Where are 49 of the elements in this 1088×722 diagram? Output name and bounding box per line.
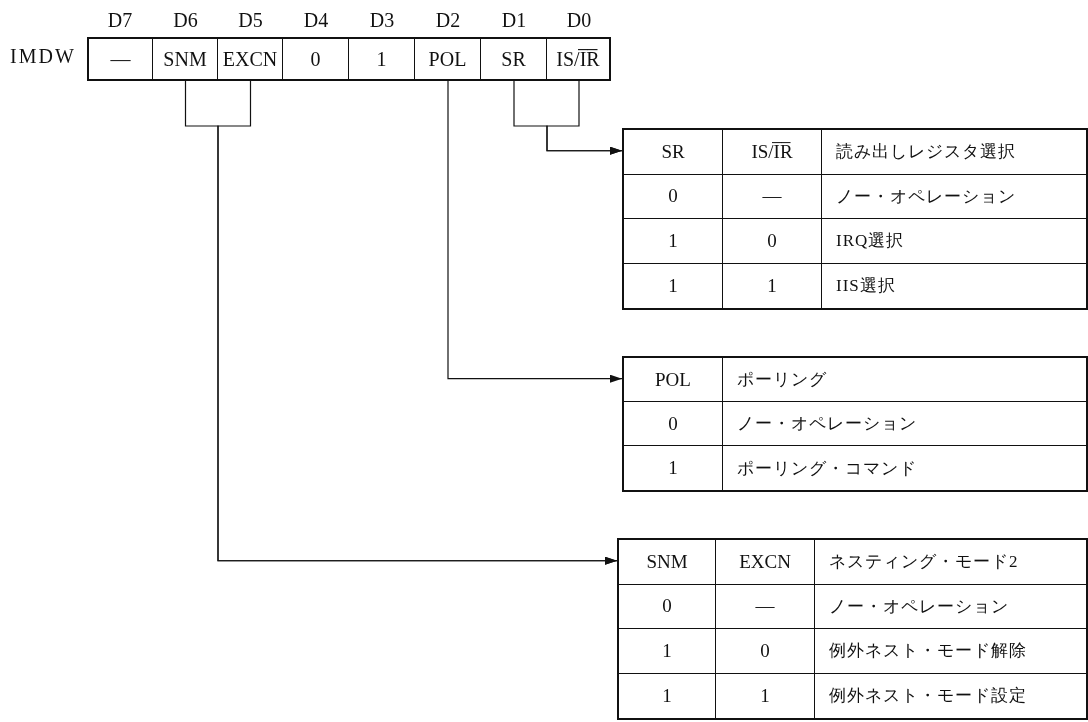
table-cell: 0 <box>624 402 723 446</box>
bit-number: D2 <box>434 8 462 32</box>
table-cell-text: IIS選択 <box>835 275 897 298</box>
register-bit-cell: EXCN <box>217 37 283 81</box>
connector-arrow <box>447 80 623 383</box>
table-header-cell: ポーリング <box>723 358 1088 402</box>
table-cell: 1 <box>723 263 822 308</box>
bit-number: D7 <box>106 8 134 32</box>
table-cell: 1 <box>624 219 723 264</box>
register-bit-cell: IS/I̅R̅ <box>546 37 611 81</box>
table-cell: 1 <box>624 263 723 308</box>
table-cell: ノー・オペレーション <box>815 584 1087 629</box>
bit-number: D0 <box>565 8 593 32</box>
table-cell: 1 <box>716 673 815 718</box>
table-cell-text: ポーリング・コマンド <box>736 457 918 480</box>
table-cell: 0 <box>723 219 822 264</box>
table-header-cell: ネスティング・モード2 <box>815 540 1087 585</box>
table-cell: 0 <box>624 174 723 219</box>
register-bit-cell: SR <box>480 37 547 81</box>
bit-number: D5 <box>237 8 264 32</box>
bit-number: D6 <box>172 8 199 32</box>
register-name: IMDW <box>10 45 76 68</box>
table-cell: 1 <box>624 446 723 490</box>
bit-number: D3 <box>368 8 396 32</box>
table-cell-text: 例外ネスト・モード設定 <box>828 685 1028 708</box>
bit-number: D4 <box>302 8 330 32</box>
table-cell: ノー・オペレーション <box>723 402 1088 446</box>
table-header-cell: SNM <box>619 540 716 585</box>
register-bit-cell: — <box>87 37 153 81</box>
register-bit-cell: 1 <box>348 37 415 81</box>
table-header-cell: EXCN <box>716 540 815 585</box>
table-header-cell: 読み出しレジスタ選択 <box>822 130 1087 175</box>
table-cell: 1 <box>619 673 716 718</box>
table-cell: ノー・オペレーション <box>822 174 1087 219</box>
register-bit-cell: SNM <box>152 37 218 81</box>
table-cell: IRQ選択 <box>822 219 1087 264</box>
table-cell: — <box>723 174 822 219</box>
table-cell: 0 <box>716 629 815 674</box>
table-cell: 1 <box>619 629 716 674</box>
table-cell: — <box>716 584 815 629</box>
bit-number: D1 <box>500 8 528 32</box>
table-cell: 0 <box>619 584 716 629</box>
register-bit-cell: POL <box>414 37 481 81</box>
register-bit-cell: 0 <box>282 37 349 81</box>
connector-arrow <box>546 80 623 155</box>
table-cell: 例外ネスト・モード解除 <box>815 629 1087 674</box>
table-header-cell: IS/I̅R̅ <box>723 130 822 175</box>
table-header-cell: POL <box>624 358 723 402</box>
table-header-cell: SR <box>624 130 723 175</box>
